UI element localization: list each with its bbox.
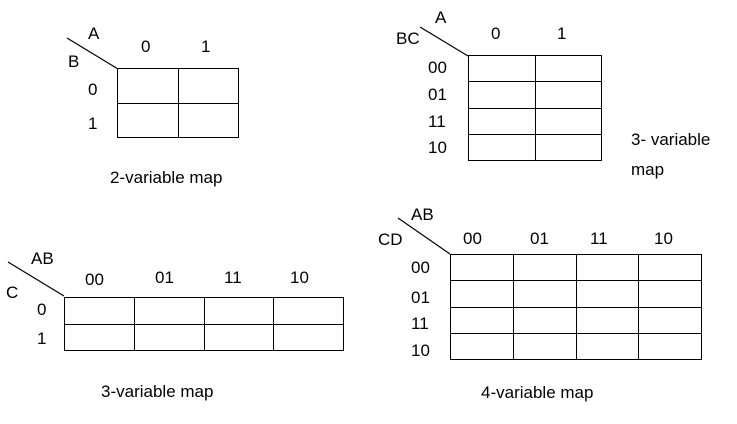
- kmap-cell: [468, 81, 536, 109]
- kmap-cell: [177, 102, 239, 138]
- kmap-cell: [468, 107, 536, 135]
- kmap-cell: [512, 306, 577, 334]
- kmap-cell: [117, 102, 179, 138]
- map3h-grid: [64, 297, 344, 351]
- kmap-cell: [512, 332, 577, 361]
- kmap-cell: [64, 323, 135, 351]
- kmap-cell: [468, 133, 536, 162]
- map3v-corner-diagonal: [419, 26, 469, 57]
- map3h-row-header: 0: [37, 300, 47, 319]
- map4-row-var: CD: [378, 230, 403, 249]
- kmap-cell: [575, 280, 640, 308]
- map2-row-header: 1: [88, 114, 98, 133]
- kmap-cell: [203, 323, 275, 351]
- map2-row-var: B: [68, 52, 80, 71]
- map3v-row-header: 11: [428, 112, 446, 131]
- kmap-cell: [273, 297, 344, 325]
- map4-col-header: 11: [590, 229, 608, 248]
- map2-col-var: A: [88, 24, 100, 43]
- map4-grid: [450, 253, 702, 361]
- map4-row-header: 00: [411, 258, 430, 277]
- kmap-cell: [133, 297, 205, 325]
- kmap-cell: [638, 306, 702, 334]
- kmap-cell: [450, 332, 514, 361]
- map3h-col-header: 01: [155, 268, 174, 287]
- map4-corner-diagonal: [397, 217, 451, 255]
- kmap-cell: [534, 81, 602, 109]
- map3v-col-var: A: [435, 8, 447, 27]
- map3h-col-var: AB: [31, 249, 54, 268]
- map4-col-header: 00: [463, 229, 482, 248]
- map3v-col-header: 1: [557, 24, 567, 43]
- map4-row-header: 11: [411, 314, 429, 333]
- kmap-cell: [534, 133, 602, 162]
- kmap-cell: [575, 306, 640, 334]
- map4-caption: 4-variable map: [481, 383, 594, 402]
- kmap-cell: [638, 280, 702, 308]
- map3v-row-header: 01: [428, 85, 447, 104]
- map3v-row-header: 00: [428, 58, 447, 77]
- map3v-caption-line2: map: [631, 160, 665, 179]
- map2-grid: [117, 68, 239, 138]
- kmap-cell: [638, 332, 702, 361]
- kmap-cell: [512, 280, 577, 308]
- map3v-row-header: 10: [428, 138, 447, 157]
- map4-col-var: AB: [411, 205, 434, 224]
- kmap-cell: [468, 54, 536, 83]
- map4-row-header: 01: [411, 288, 430, 307]
- map2-col-header: 0: [141, 37, 151, 56]
- map3h-row-header: 1: [37, 329, 47, 348]
- map4-row-header: 10: [411, 341, 430, 360]
- map2-col-header: 1: [201, 37, 211, 56]
- kmap-cell: [575, 253, 640, 282]
- kmap-cell: [177, 68, 239, 104]
- kmap-cell: [133, 323, 205, 351]
- map3h-caption: 3-variable map: [101, 382, 214, 401]
- map3v-row-var: BC: [396, 29, 420, 48]
- kmap-cell: [64, 297, 135, 325]
- kmap-cell: [534, 107, 602, 135]
- map3h-col-header: 11: [224, 268, 242, 287]
- kmap-cell: [273, 323, 344, 351]
- map2-caption: 2-variable map: [110, 168, 223, 187]
- kmap-cell: [512, 253, 577, 282]
- map3h-col-header: 00: [85, 270, 104, 289]
- kmap-cell: [203, 297, 275, 325]
- map4-col-header: 10: [654, 229, 673, 248]
- map2-row-header: 0: [88, 80, 98, 99]
- map4-col-header: 01: [530, 229, 549, 248]
- map3v-grid: [468, 54, 602, 162]
- kmap-cell: [575, 332, 640, 361]
- map3v-col-header: 0: [491, 24, 501, 43]
- map3h-row-var: C: [6, 283, 19, 302]
- kmap-cell: [117, 68, 179, 104]
- map3h-corner-diagonal: [7, 261, 65, 297]
- kmap-cell: [450, 306, 514, 334]
- kmap-cell: [450, 280, 514, 308]
- kmap-cell: [638, 253, 702, 282]
- kmap-cell: [450, 253, 514, 282]
- kmap-cell: [534, 54, 602, 83]
- map3h-col-header: 10: [290, 268, 309, 287]
- map2-corner-diagonal: [66, 37, 119, 70]
- map3v-caption-line1: 3- variable: [631, 130, 711, 149]
